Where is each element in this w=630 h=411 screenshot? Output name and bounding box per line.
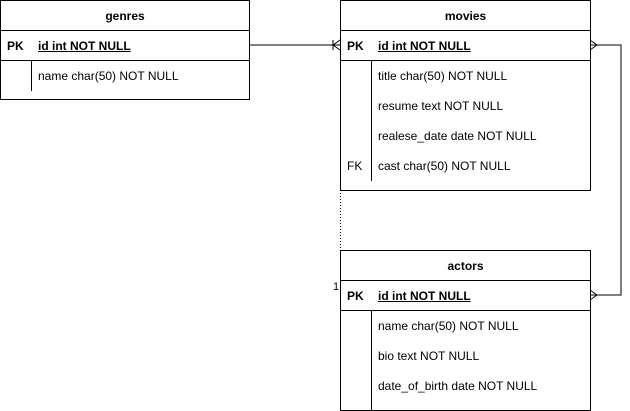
key-column-divider	[371, 61, 372, 181]
entity-title: actors	[341, 251, 590, 281]
fk-key: FK	[347, 159, 363, 173]
pk-field: id int NOT NULL	[378, 39, 471, 53]
field-name: resume text NOT NULL	[378, 99, 504, 113]
entity-title: genres	[1, 1, 249, 31]
pk-field: id int NOT NULL	[38, 39, 131, 53]
field-row[interactable]: resume text NOT NULL	[341, 91, 590, 121]
cardinality-label-one: 1	[333, 281, 340, 293]
field-key	[341, 121, 371, 151]
field-name: realese_date date NOT NULL	[378, 129, 537, 143]
pk-row[interactable]: PK id int NOT NULL	[1, 31, 249, 61]
pk-row[interactable]: PK id int NOT NULL	[341, 281, 590, 311]
pk-key: PK	[347, 39, 364, 53]
field-name: bio text NOT NULL	[378, 349, 480, 363]
key-column-divider	[31, 61, 32, 91]
entity-genres[interactable]: genres PK id int NOT NULL name char(50) …	[0, 0, 250, 100]
key-column-divider	[371, 311, 372, 410]
field-name: name char(50) NOT NULL	[38, 69, 179, 83]
pk-row[interactable]: PK id int NOT NULL	[341, 31, 590, 61]
pk-key: PK	[347, 289, 364, 303]
field-row[interactable]: name char(50) NOT NULL	[1, 61, 249, 91]
field-key	[341, 61, 371, 91]
field-row[interactable]: name char(50) NOT NULL	[341, 311, 590, 341]
entity-actors[interactable]: actors PK id int NOT NULL name char(50) …	[340, 250, 591, 411]
movies-actors-relationship	[589, 39, 622, 301]
field-row[interactable]: FK cast char(50) NOT NULL	[341, 151, 590, 181]
field-key	[341, 371, 371, 401]
field-name: name char(50) NOT NULL	[378, 319, 519, 333]
pk-field: id int NOT NULL	[378, 289, 471, 303]
field-name: date_of_birth date NOT NULL	[378, 379, 538, 393]
pk-key: PK	[7, 39, 24, 53]
field-name: cast char(50) NOT NULL	[378, 159, 511, 173]
field-row[interactable]: realese_date date NOT NULL	[341, 121, 590, 151]
genres-movies-relationship	[249, 39, 341, 51]
field-key	[1, 61, 31, 91]
field-name: title char(50) NOT NULL	[378, 69, 508, 83]
entity-movies[interactable]: movies PK id int NOT NULL title char(50)…	[340, 0, 591, 191]
entity-title: movies	[341, 1, 590, 31]
field-key	[341, 311, 371, 341]
field-row[interactable]: date_of_birth date NOT NULL	[341, 371, 590, 401]
field-key	[341, 91, 371, 121]
field-key	[341, 341, 371, 371]
field-row[interactable]: title char(50) NOT NULL	[341, 61, 590, 91]
field-row[interactable]: bio text NOT NULL	[341, 341, 590, 371]
